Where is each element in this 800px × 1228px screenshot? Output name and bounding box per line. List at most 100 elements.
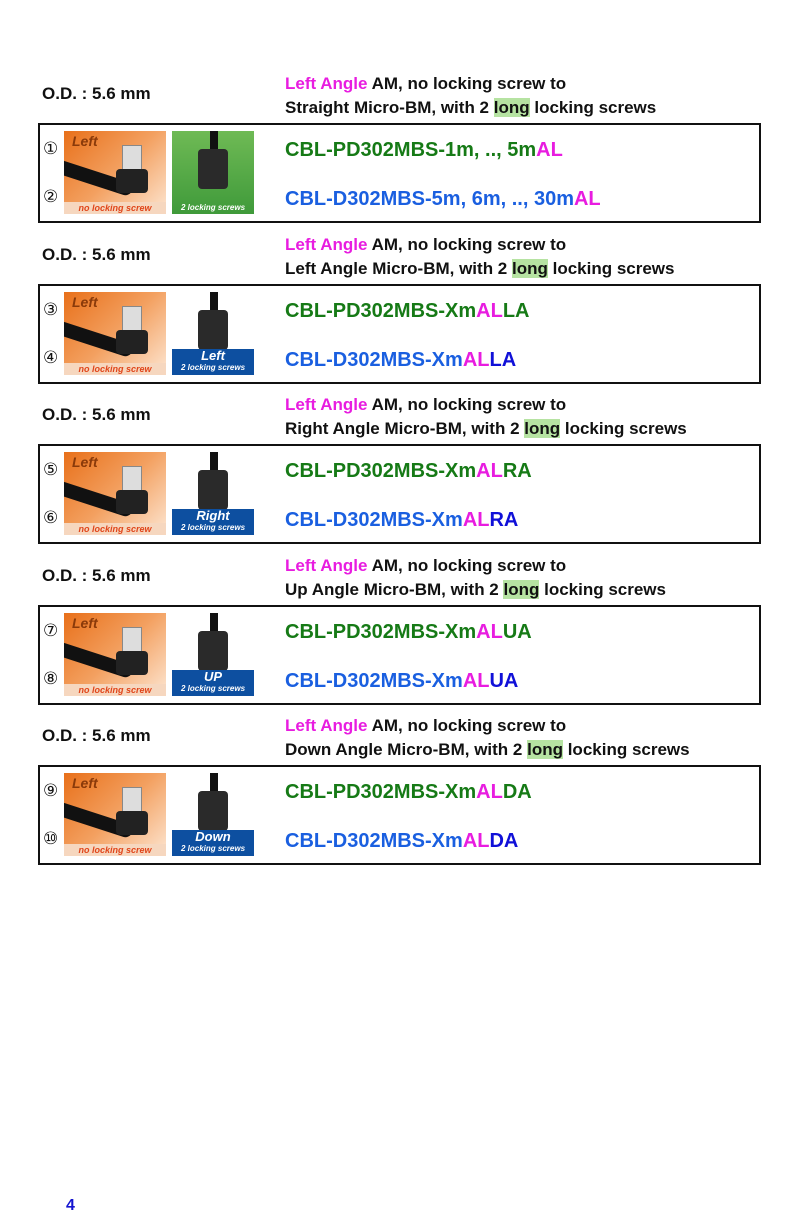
page-number: 4 bbox=[66, 1197, 75, 1214]
photo-title: Left bbox=[201, 347, 225, 363]
part-base: CBL-D302MBS-Xm bbox=[285, 348, 463, 371]
desc-highlight: Left Angle bbox=[285, 716, 368, 735]
part-al: AL bbox=[573, 188, 601, 210]
cable-section: O.D. : 5.6 mm Left Angle AM, no locking … bbox=[38, 62, 761, 223]
photo-caption: 2 locking screws bbox=[180, 683, 246, 693]
photo-title: Left bbox=[72, 133, 98, 149]
item-number: ① bbox=[43, 139, 59, 158]
desc-long-highlight: long bbox=[511, 258, 548, 278]
part-suffix: RA bbox=[502, 460, 532, 482]
photo-title: Left bbox=[72, 454, 98, 470]
part-base: CBL-PD302MBS-Xm bbox=[285, 460, 477, 482]
part-al: AL bbox=[476, 620, 503, 643]
outer-diameter: O.D. : 5.6 mm bbox=[42, 726, 151, 745]
part-suffix: RA bbox=[489, 509, 519, 531]
photo-caption: no locking screw bbox=[64, 683, 166, 696]
cable-photo-usb-left: Left no locking screw bbox=[64, 773, 166, 856]
photo-caption: no locking screw bbox=[64, 362, 166, 375]
part-number-pd: CBL-PD302MBS-XmALRA bbox=[285, 460, 532, 483]
desc-text: AM, no locking screw to bbox=[367, 234, 567, 254]
desc-text: AM, no locking screw to bbox=[367, 395, 567, 414]
part-base: CBL-D302MBS-Xm bbox=[285, 509, 463, 531]
cable-photo-locking: 2 locking screws bbox=[172, 131, 254, 214]
part-number-pd: CBL-PD302MBS-XmALDA bbox=[285, 781, 532, 804]
cable-photo-usb-left: Left no locking screw bbox=[64, 131, 166, 214]
item-number: ③ bbox=[43, 299, 59, 319]
photo-title: Left bbox=[72, 614, 98, 631]
part-number-pd: CBL-PD302MBS-XmALLA bbox=[285, 300, 530, 323]
cable-description: Left Angle AM, no locking screw to Down … bbox=[285, 714, 690, 762]
cable-section: O.D. : 5.6 mm Left Angle AM, no locking … bbox=[38, 544, 761, 705]
cable-description: Left Angle AM, no locking screw to Up An… bbox=[285, 554, 666, 602]
desc-long-highlight: long bbox=[527, 740, 563, 759]
photo-title: Right bbox=[196, 508, 230, 523]
cable-description: Left Angle AM, no locking screw to Strai… bbox=[285, 72, 656, 120]
part-al: AL bbox=[462, 669, 490, 692]
item-number: ④ bbox=[43, 347, 59, 367]
cable-description: Left Angle AM, no locking screw to Right… bbox=[285, 393, 687, 441]
part-base: CBL-PD302MBS-Xm bbox=[285, 620, 477, 643]
photo-title: Left bbox=[72, 775, 98, 791]
photo-caption: 2 locking screws bbox=[180, 203, 246, 212]
photo-caption: 2 locking screws bbox=[180, 523, 246, 532]
photo-caption: no locking screw bbox=[64, 844, 166, 856]
part-base: CBL-D302MBS-5m, 6m, .., 30m bbox=[285, 188, 574, 210]
part-al: AL bbox=[476, 299, 503, 322]
desc-text: AM, no locking screw to bbox=[367, 716, 567, 735]
cable-photo-usb-left: Left no locking screw bbox=[64, 291, 166, 375]
photo-caption: 2 locking screws bbox=[180, 844, 246, 853]
item-number: ⑥ bbox=[43, 508, 59, 527]
part-number-pd: CBL-PD302MBS-1m, .., 5mAL bbox=[285, 139, 563, 162]
part-suffix: UA bbox=[502, 620, 532, 643]
desc-text: AM, no locking screw to bbox=[367, 74, 567, 93]
part-number-d: CBL-D302MBS-5m, 6m, .., 30mAL bbox=[285, 188, 601, 211]
desc-text: Left Angle Micro-BM, with 2 bbox=[285, 258, 512, 278]
item-number: ⑨ bbox=[43, 781, 59, 800]
cable-section: O.D. : 5.6 mm Left Angle AM, no locking … bbox=[38, 704, 761, 865]
part-al: AL bbox=[462, 509, 490, 531]
outer-diameter: O.D. : 5.6 mm bbox=[42, 565, 151, 585]
photo-caption: no locking screw bbox=[64, 202, 166, 214]
cable-photo-usb-left: Left no locking screw bbox=[64, 612, 166, 696]
part-number-d: CBL-D302MBS-XmALUA bbox=[285, 670, 518, 693]
photo-title: Down bbox=[195, 829, 231, 844]
part-base: CBL-D302MBS-Xm bbox=[285, 669, 463, 692]
desc-text: Straight Micro-BM, with 2 bbox=[285, 98, 494, 117]
part-al: AL bbox=[462, 830, 490, 852]
desc-text: Up Angle Micro-BM, with 2 bbox=[285, 579, 504, 599]
desc-highlight: Left Angle bbox=[285, 74, 368, 93]
desc-text: locking screws bbox=[547, 258, 675, 278]
part-suffix: UA bbox=[489, 669, 519, 692]
cable-section: O.D. : 5.6 mm Left Angle AM, no locking … bbox=[38, 223, 761, 384]
desc-highlight: Left Angle bbox=[285, 395, 368, 414]
part-al: AL bbox=[476, 460, 503, 482]
outer-diameter: O.D. : 5.6 mm bbox=[42, 84, 151, 103]
photo-title: Left bbox=[72, 293, 98, 310]
outer-diameter: O.D. : 5.6 mm bbox=[42, 244, 151, 264]
part-al: AL bbox=[476, 781, 503, 803]
photo-caption: 2 locking screws bbox=[180, 362, 246, 372]
part-al: AL bbox=[462, 348, 490, 371]
desc-text: Down Angle Micro-BM, with 2 bbox=[285, 740, 528, 759]
desc-highlight: Left Angle bbox=[285, 555, 368, 575]
cable-photo-usb-left: Left no locking screw bbox=[64, 452, 166, 535]
part-suffix: DA bbox=[489, 830, 519, 852]
part-number-pd: CBL-PD302MBS-XmALUA bbox=[285, 621, 532, 644]
item-number: ⑩ bbox=[43, 829, 59, 848]
part-suffix: LA bbox=[502, 299, 530, 322]
part-number-d: CBL-D302MBS-XmALLA bbox=[285, 349, 516, 372]
part-number-d: CBL-D302MBS-XmALDA bbox=[285, 830, 518, 853]
photo-title: UP bbox=[203, 668, 223, 684]
cable-section: O.D. : 5.6 mm Left Angle AM, no locking … bbox=[38, 383, 761, 544]
part-suffix: LA bbox=[489, 348, 517, 371]
part-base: CBL-PD302MBS-Xm bbox=[285, 299, 477, 322]
desc-long-highlight: long bbox=[493, 98, 530, 117]
cable-description: Left Angle AM, no locking screw to Left … bbox=[285, 233, 675, 281]
